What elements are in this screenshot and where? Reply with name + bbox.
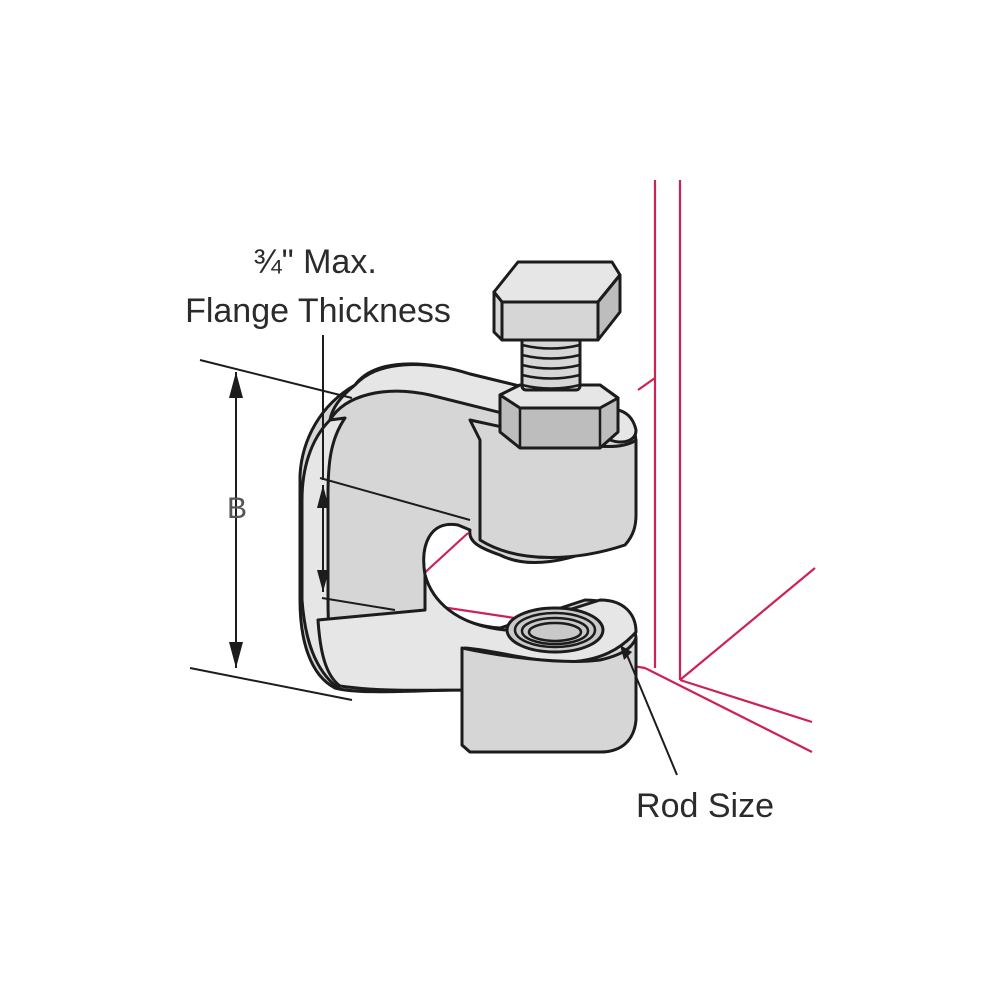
b-dimension: [189, 359, 353, 701]
b-label: B: [227, 492, 247, 525]
clamp-body: [298, 362, 638, 754]
flange-thickness-dimension: [317, 335, 471, 611]
rod-size-label: Rod Size: [636, 787, 774, 825]
threaded-hole: [505, 606, 605, 654]
flange-label-line2: Flange Thickness: [185, 292, 451, 330]
square-head-bolt: [492, 260, 622, 450]
rod-size-leader: [620, 645, 678, 776]
flange-label-line1: ¾" Max.: [253, 243, 377, 281]
